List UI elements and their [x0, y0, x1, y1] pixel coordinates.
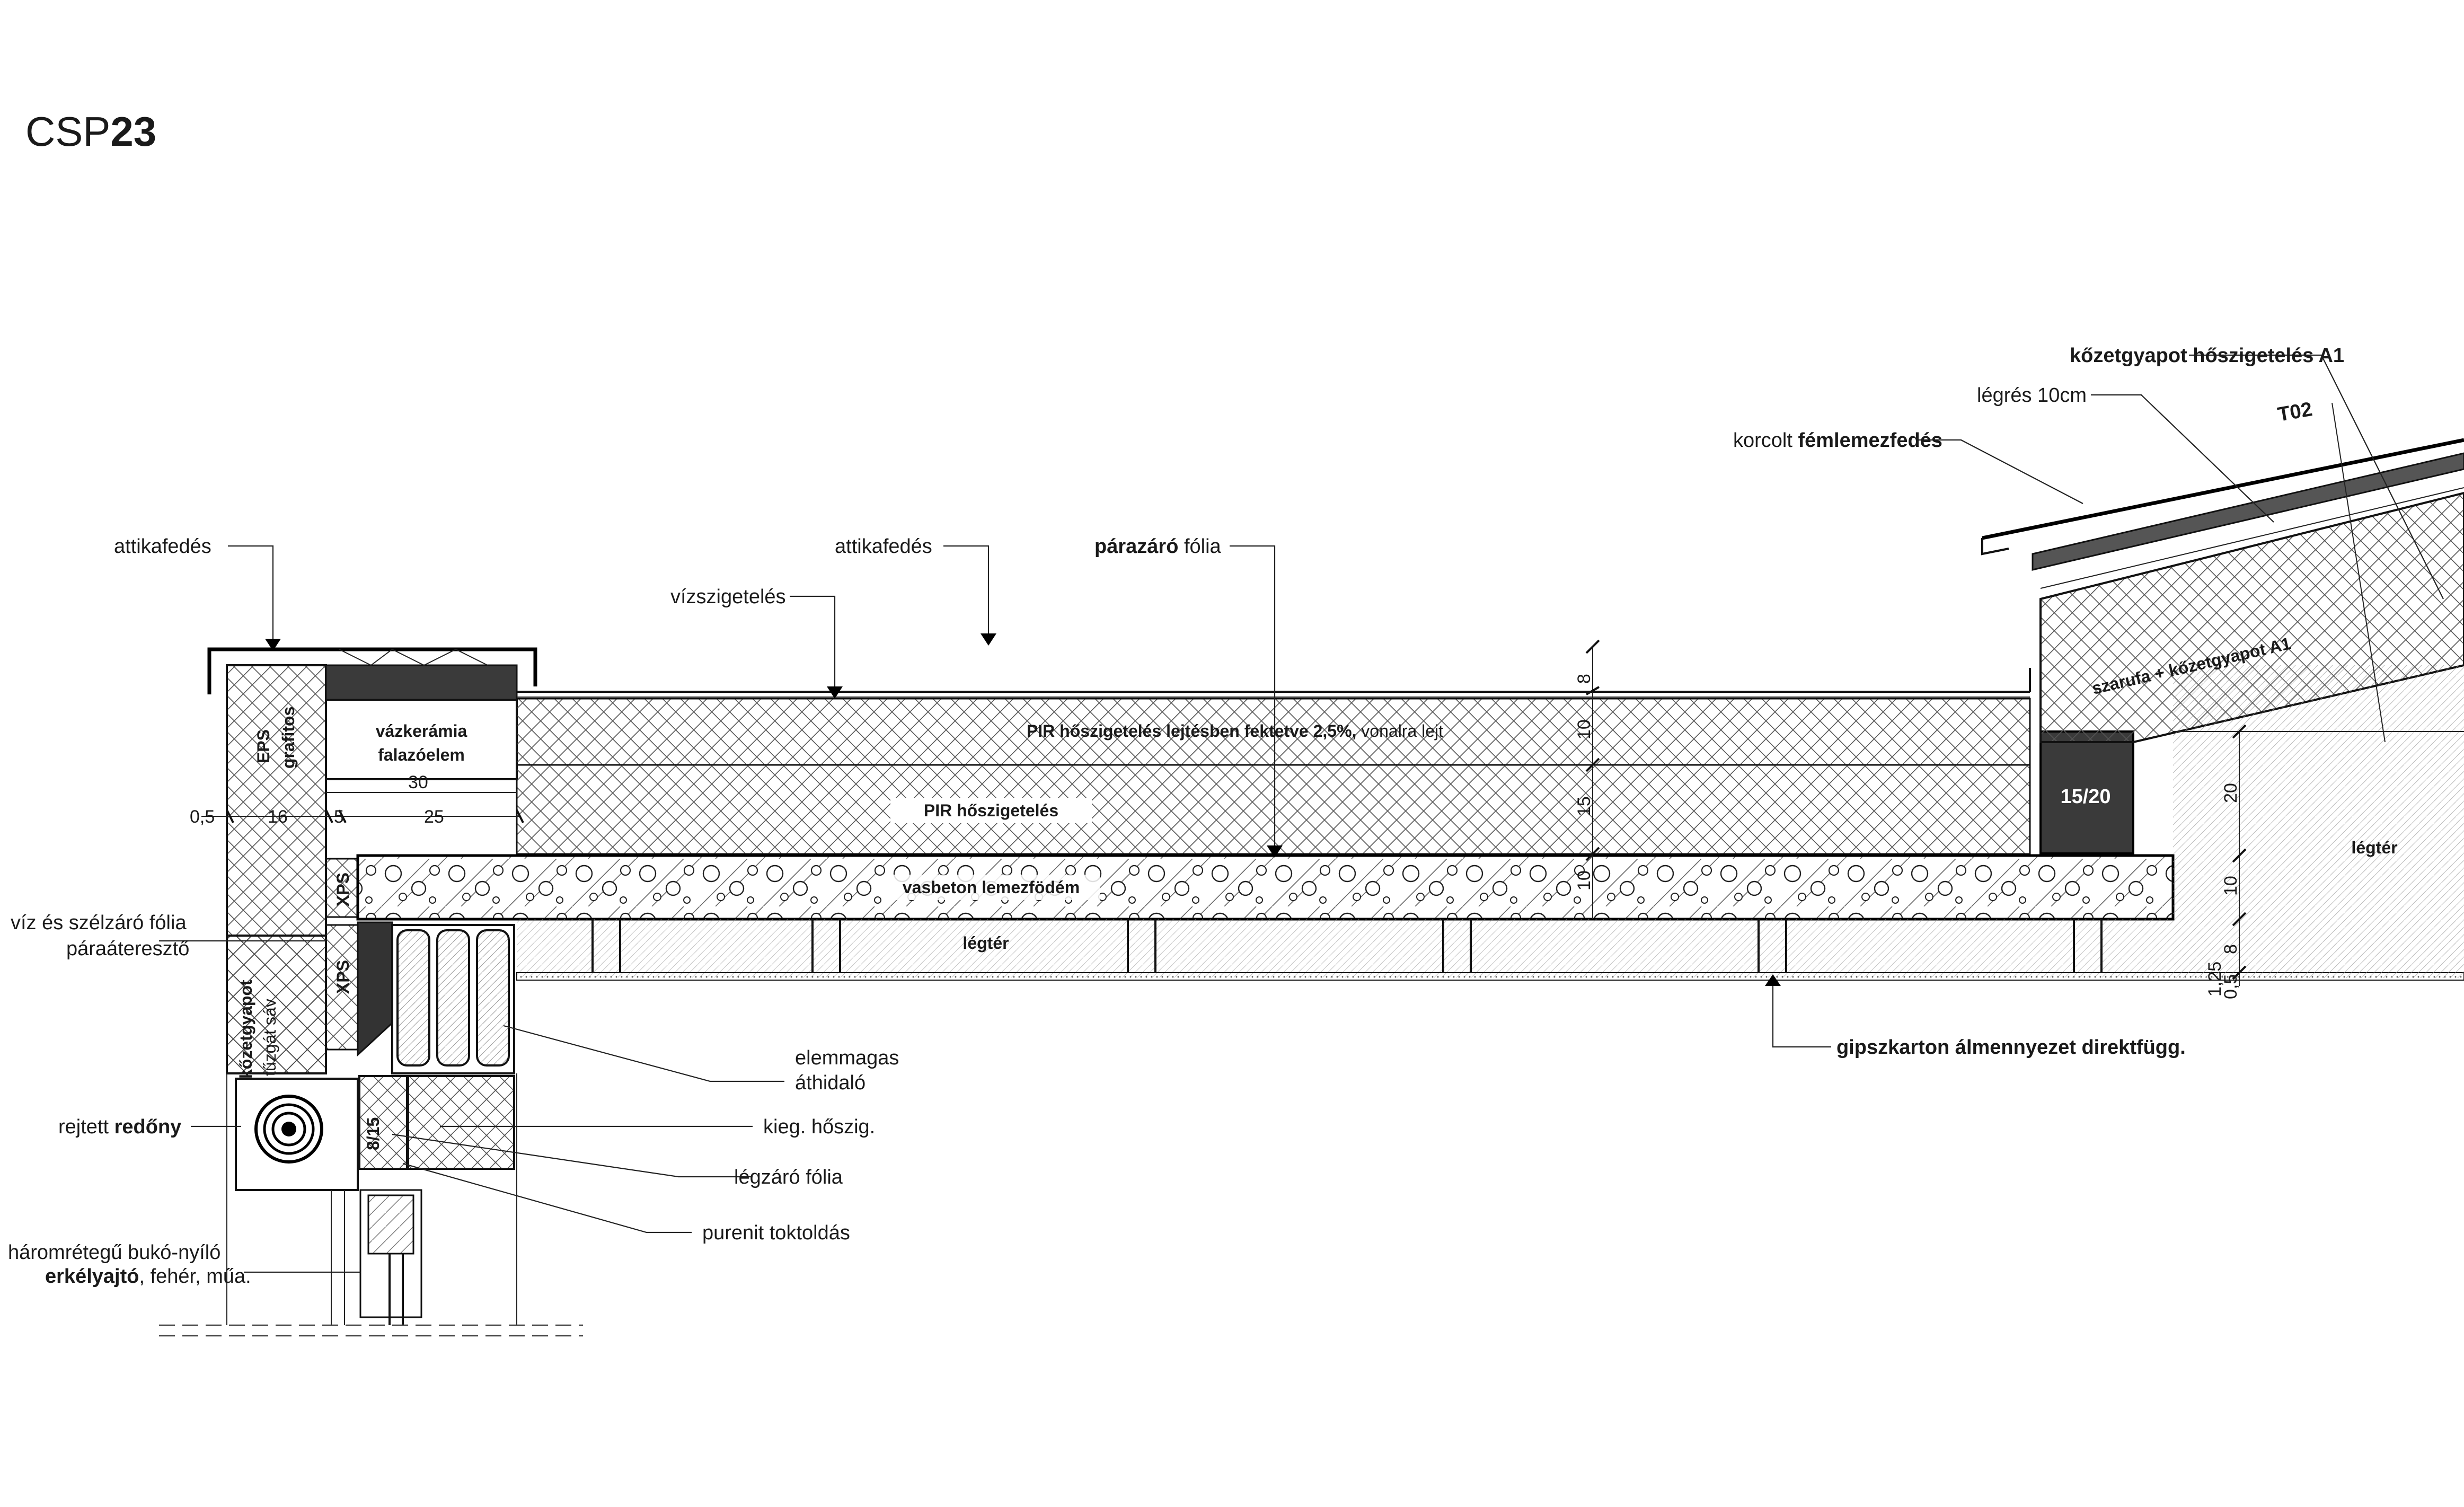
label-falazoelem: falazóelem: [378, 745, 465, 764]
label-t02: T02: [2276, 398, 2314, 426]
dim-r-0-5: 0,5: [2221, 974, 2241, 999]
label-legter-1: légtér: [962, 933, 1009, 953]
dim-r-20: 20: [2221, 783, 2241, 803]
label-vasbeton: vasbeton lemezfödém: [903, 878, 1080, 897]
label-legzaro: légzáró fólia: [734, 1166, 843, 1188]
label-vizszigeteles: vízszigetelés: [670, 586, 786, 608]
dim-5: 5: [334, 807, 344, 827]
drawing-title: CSP23: [25, 108, 156, 155]
air-space: [517, 919, 2173, 977]
label-kozetgyapot: kőzetgyapot: [236, 980, 255, 1079]
label-gipszkarton: gipszkarton álmennyezet direktfügg.: [1836, 1036, 2186, 1059]
label-legter-2: légtér: [2351, 838, 2397, 857]
label-paraateereszto: páraáteresztő: [66, 938, 189, 960]
dim-30: 30: [408, 772, 428, 792]
inline-labels: EPS grafitos vázkerámia falazóelem PIR h…: [236, 398, 2398, 1150]
dim-16: 16: [268, 807, 288, 827]
label-viz-szelzaro: víz és szélzáró fólia: [11, 912, 187, 934]
label-tuzgat-sav: tűzgát sáv: [260, 999, 279, 1076]
label-xps-2: XPS: [333, 960, 352, 994]
label-parazaro: párazáró fólia: [1094, 535, 1222, 558]
dim-r-10: 10: [2221, 876, 2241, 896]
dim-v-15: 15: [1574, 796, 1594, 816]
flat-roof: [356, 668, 2464, 981]
beam-15-20: [2039, 730, 2134, 854]
ceiling-hangers: [591, 919, 2103, 973]
dim-25: 25: [424, 807, 444, 827]
gypsum-ceiling: [516, 972, 2464, 981]
dim-v-8: 8: [1574, 674, 1594, 684]
label-rejtett-redony: rejtett redőny: [58, 1116, 181, 1138]
attic-cover: [207, 647, 537, 694]
outer-labels: attikafedés vízszigetelés attikafedés pá…: [8, 345, 2344, 1288]
attic-top-fill: [325, 664, 518, 701]
dim-r-1-25: 1,25: [2205, 962, 2225, 997]
label-vazkeramia: vázkerámia: [376, 721, 467, 741]
roller-shutter-box: [235, 1078, 359, 1191]
label-pir-sloped: PIR hőszigetelés lejtésben fektetve 2,5%…: [1027, 721, 1443, 741]
svg-text:CSP23: CSP23: [25, 108, 156, 155]
label-athidalo: áthidaló: [795, 1072, 866, 1094]
extra-insulation: [407, 1075, 515, 1170]
lintel-elements: [391, 924, 515, 1074]
pir-sloped: [516, 698, 2031, 766]
label-attikafedes-top: attikafedés: [835, 535, 932, 558]
timber-8-15: [358, 1075, 408, 1170]
label-purenit: purenit toktoldás: [702, 1222, 850, 1244]
label-pir: PIR hőszigetelés: [924, 801, 1058, 820]
label-xps-1: XPS: [333, 873, 352, 906]
label-attikafedes-left: attikafedés: [114, 535, 211, 558]
dim-0-5: 0,5: [190, 807, 215, 827]
label-korcolt: korcolt fémlemezfedés: [1733, 429, 1942, 452]
dim-v-10: 10: [1574, 719, 1594, 739]
dimensions: 0,5 16 5 25 30 8 10 15 10 20 10 8 1,25 0…: [190, 639, 2247, 999]
room-air-right: [2173, 665, 2464, 978]
label-erkelyajto: erkélyajtó, fehér, műa.: [45, 1265, 251, 1288]
pir-layer: [516, 764, 2031, 855]
dim-r-8: 8: [2221, 944, 2241, 954]
label-15-20: 15/20: [2060, 786, 2110, 808]
metal-roofing: [1982, 438, 2464, 540]
roof-battens: [2032, 452, 2464, 571]
dim-v-10b: 10: [1574, 870, 1594, 891]
label-kieg-hoszig: kieg. hőszig.: [763, 1116, 875, 1138]
rockwool-firestop: [226, 935, 327, 1074]
label-eps-grafitos: grafitos: [279, 707, 298, 769]
label-8-15: 8/15: [364, 1117, 383, 1150]
balcony-door-frame: [331, 1189, 422, 1325]
leader-lines: [159, 354, 2444, 1273]
concrete-slab: [356, 854, 2175, 921]
left-wall: [159, 647, 583, 1337]
label-legres: légrés 10cm: [1977, 384, 2087, 407]
pitched-roof: [1981, 402, 2464, 978]
label-eps: EPS: [254, 729, 273, 763]
label-harom-retegu: háromrétegű bukó-nyíló: [8, 1241, 220, 1264]
label-elemmagas: elemmagas: [795, 1047, 899, 1069]
eps-insulation: [226, 664, 327, 937]
label-kozetgyapot-a1: kőzetgyapot hőszigetelés A1: [2070, 345, 2344, 367]
